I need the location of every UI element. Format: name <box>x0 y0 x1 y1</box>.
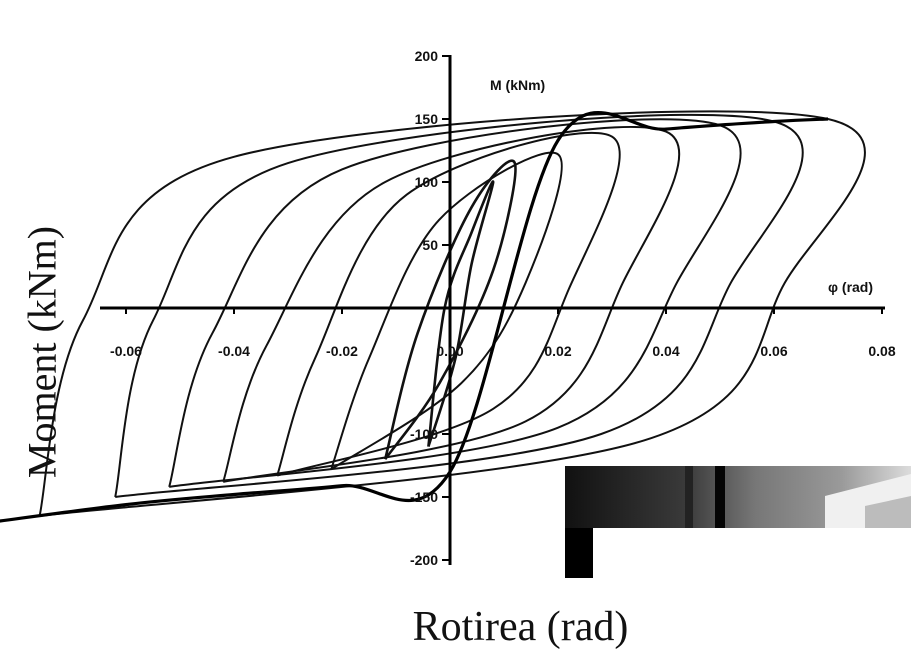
x-tick-label: 0.04 <box>652 343 679 359</box>
y-tick-label: -100 <box>410 426 438 442</box>
x-tick-label: 0.00 <box>436 343 463 359</box>
chart-axes <box>100 55 885 565</box>
x-tick-label: -0.06 <box>110 343 142 359</box>
y-tick-label: -150 <box>410 489 438 505</box>
tick-labels: 200 150 100 50 -100 -150 -200 -0.06 -0.04 -0.02 0.… <box>110 48 896 568</box>
inline-y-axis-label: M (kNm) <box>490 77 545 93</box>
y-tick-label: -200 <box>410 552 438 568</box>
x-tick-label: 0.02 <box>544 343 571 359</box>
hysteresis-loop-6 <box>168 118 742 488</box>
inline-x-axis-label: φ (rad) <box>828 279 873 295</box>
y-tick-label: 100 <box>415 174 439 190</box>
y-tick-label: 150 <box>415 111 439 127</box>
x-tick-label: -0.04 <box>218 343 250 359</box>
y-tick-label: 200 <box>415 48 439 64</box>
hysteresis-loop-7 <box>114 113 804 498</box>
hysteresis-loop-8 <box>38 110 866 517</box>
specimen-photo <box>565 466 911 578</box>
hysteresis-loop-4 <box>276 131 621 477</box>
y-axis-label: Moment (kNm) <box>19 225 65 479</box>
hysteresis-loop-3 <box>330 151 563 471</box>
envelope-curve <box>0 110 829 523</box>
hysteresis-loop-5 <box>222 126 681 483</box>
x-axis-label: Rotirea (rad) <box>412 604 629 650</box>
x-tick-label: -0.02 <box>326 343 358 359</box>
x-tick-label: 0.06 <box>760 343 787 359</box>
hysteresis-loop-1 <box>427 180 495 447</box>
hysteresis-loop-2 <box>383 159 517 460</box>
hysteresis-loops <box>0 110 866 523</box>
x-tick-label: 0.08 <box>868 343 895 359</box>
y-tick-label: 50 <box>422 237 438 253</box>
